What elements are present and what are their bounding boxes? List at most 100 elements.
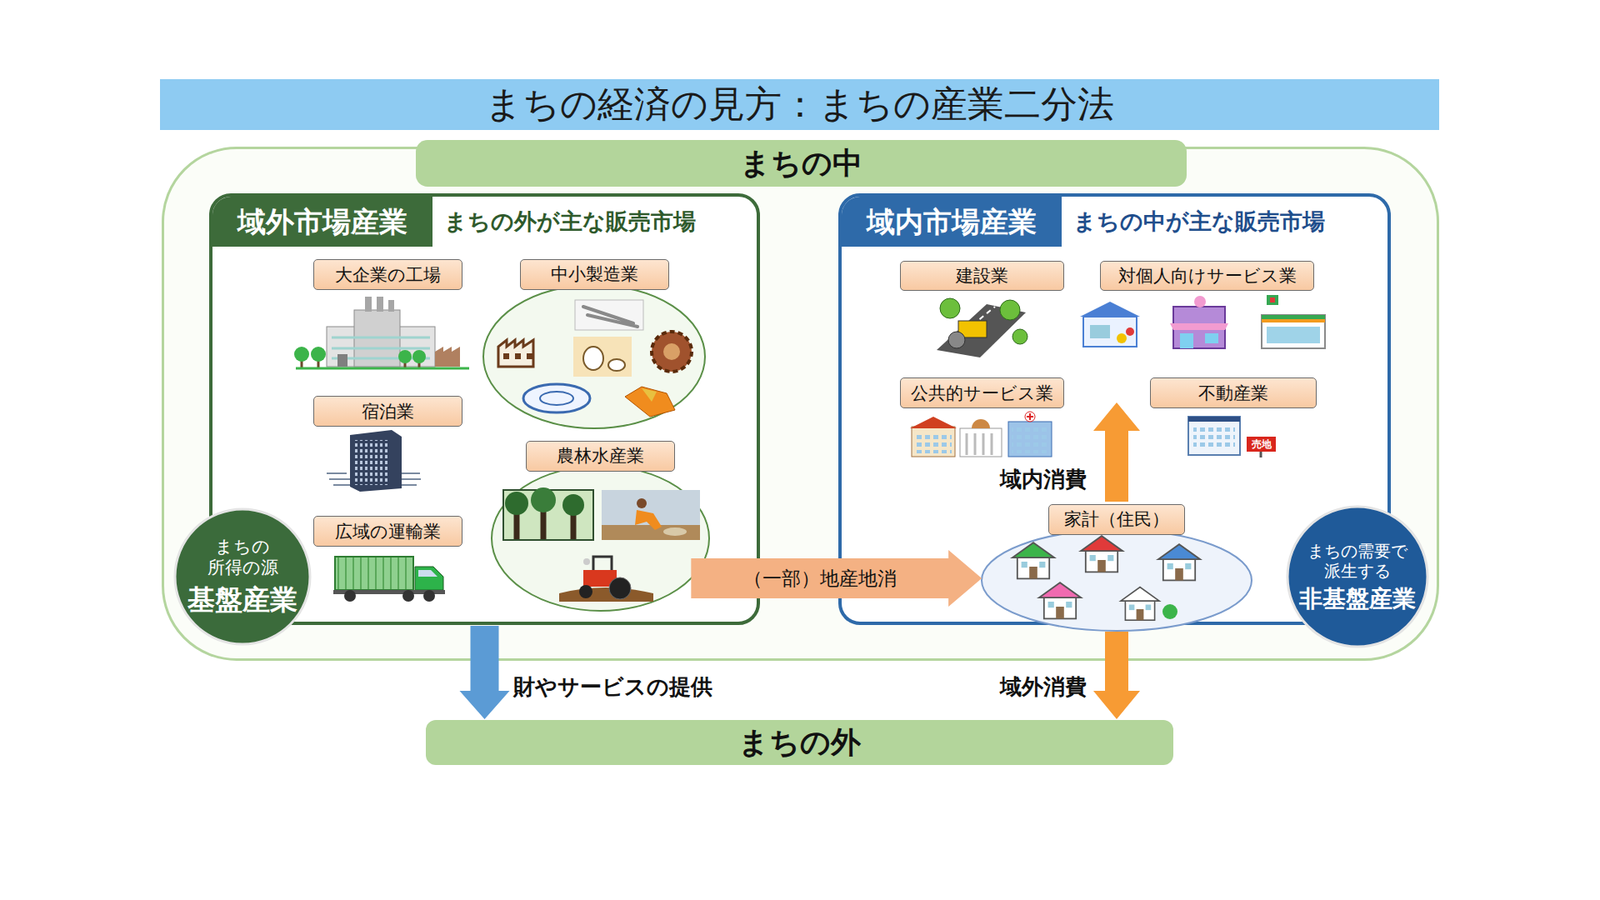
tractor-icon-part — [579, 585, 593, 599]
shop-icons-part — [1270, 297, 1275, 303]
manufacturing-icons-part — [583, 306, 638, 327]
group-label: 中小製造業 — [520, 259, 670, 290]
shop-icons-part — [1261, 319, 1325, 323]
outside-town-band: まちの外 — [425, 720, 1174, 765]
fishery-icon-part — [601, 525, 700, 540]
truck-icon-part — [415, 566, 444, 590]
forestry-icon-part — [503, 490, 594, 540]
household-ellipse: 家計（住民） — [980, 504, 1254, 633]
edge-label-anchor: （一部）地産地消 — [743, 565, 897, 592]
tractor-icon-part — [593, 556, 612, 570]
tractor-icon-part — [583, 558, 590, 565]
factory-icon-part — [376, 296, 384, 312]
factory-icon-part — [331, 337, 430, 359]
truck-icon-part — [335, 556, 414, 590]
fishery-icon-part — [663, 527, 687, 536]
construction-icon — [936, 298, 1028, 358]
diagram-title: まちの経済の見方：まちの産業二分法 — [485, 80, 1115, 130]
house-icons — [1012, 535, 1200, 620]
truck-icon — [333, 556, 445, 602]
circle-caption: まちの 所得の源 — [188, 536, 297, 579]
manufacturing-icons-part — [641, 388, 657, 402]
industry-label-box: 大企業の工場 — [313, 259, 463, 290]
construction-icon-part — [1000, 300, 1020, 320]
factory-icon-part — [337, 354, 348, 367]
factory-icon-part — [294, 346, 310, 362]
manufacturing-icons-part — [663, 343, 680, 360]
flow-arrow — [460, 625, 510, 720]
factory-icon-part — [412, 350, 426, 364]
panel-subheading: まちの外が主な販売市場 — [432, 196, 708, 247]
manufacturing-icons-part — [523, 384, 590, 413]
public-building-icons-part — [971, 419, 990, 429]
public-building-icons-part — [1008, 421, 1052, 457]
ellipse-shape — [491, 465, 710, 611]
industry-label: 対個人向けサービス業 — [1118, 264, 1297, 288]
forestry-icon-part — [505, 491, 529, 515]
panel-header: 域外市場産業まちの外が主な販売市場 — [212, 196, 757, 247]
public-building-icons-part — [1025, 411, 1035, 422]
shop-icons — [1080, 295, 1325, 349]
industry-group-ellipse: 農林水産業 — [490, 440, 711, 613]
construction-icon-part — [948, 331, 965, 349]
edge-label: 財やサービスの提供 — [513, 672, 713, 702]
shop-icons-part — [1266, 295, 1279, 305]
non-basic-industry-circle: まちの需要で 派生する非基盤産業 — [1285, 505, 1430, 649]
public-building-icons-part — [960, 428, 1002, 457]
town-outside-label: まちの外 — [738, 722, 861, 764]
house-icons-part — [1012, 542, 1055, 579]
real-estate-icon-part — [1193, 425, 1235, 450]
edge-label-anchor: 財やサービスの提供 — [513, 672, 713, 702]
hotel-icon — [326, 430, 421, 492]
panel-subheading: まちの中が主な販売市場 — [1061, 196, 1337, 247]
ellipse-shape — [483, 285, 705, 429]
industry-label: 宿泊業 — [361, 400, 415, 424]
public-building-icons-part — [910, 416, 957, 429]
forestry-icon — [503, 487, 594, 540]
industry-label-box: 対個人向けサービス業 — [1100, 260, 1315, 291]
circle-shape — [1287, 506, 1428, 647]
panel-heading: 域外市場産業 — [212, 196, 433, 247]
shop-icons-part — [1266, 326, 1320, 344]
tractor-icon-part — [583, 570, 617, 587]
industry-label-box: 不動産業 — [1150, 377, 1317, 409]
truck-icon-part — [402, 590, 415, 602]
circle-title: 基盤産業 — [187, 582, 298, 617]
ellipse-shape — [981, 530, 1252, 631]
edge-label: 域内消費 — [1000, 465, 1087, 495]
factory-icon-part — [354, 310, 400, 367]
house-icons-part — [1162, 604, 1178, 620]
manufacturing-icons-part — [583, 346, 604, 370]
factory-icon-part — [301, 360, 420, 369]
shop-icons-part — [1083, 316, 1137, 347]
industry-label-box: 公共的サービス業 — [900, 377, 1065, 409]
factory-icon-part — [388, 300, 395, 312]
shop-icons-part — [1180, 333, 1194, 349]
edge-label: （一部）地産地消 — [743, 565, 897, 592]
house-icons-part — [1158, 544, 1200, 580]
industry-label-box: 建設業 — [900, 260, 1065, 291]
panel-heading: 域内市場産業 — [841, 196, 1062, 247]
real-estate-icon-part — [1188, 416, 1240, 455]
fishery-icon — [601, 490, 700, 540]
tractor-icon-part — [609, 577, 631, 600]
shop-icons-part — [1170, 323, 1229, 330]
title-bar: まちの経済の見方：まちの産業二分法 — [160, 79, 1440, 130]
truck-icon-part — [423, 590, 435, 602]
flow-arrow — [1093, 631, 1140, 720]
truck-icon-part — [344, 590, 356, 602]
tractor-icon-part — [559, 587, 654, 602]
shop-icons-part — [1116, 333, 1127, 344]
manufacturing-icons-part — [503, 353, 510, 360]
real-estate-icon-part — [1188, 416, 1240, 422]
house-icons-part — [1120, 587, 1160, 621]
public-building-icons-part — [911, 426, 955, 457]
fishery-icon-part — [636, 498, 647, 509]
public-building-icons-part — [966, 433, 992, 455]
manufacturing-icons-part — [575, 300, 644, 330]
panel-header: 域内市場産業まちの中が主な販売市場 — [841, 196, 1388, 247]
shop-icons-part — [1194, 295, 1206, 308]
